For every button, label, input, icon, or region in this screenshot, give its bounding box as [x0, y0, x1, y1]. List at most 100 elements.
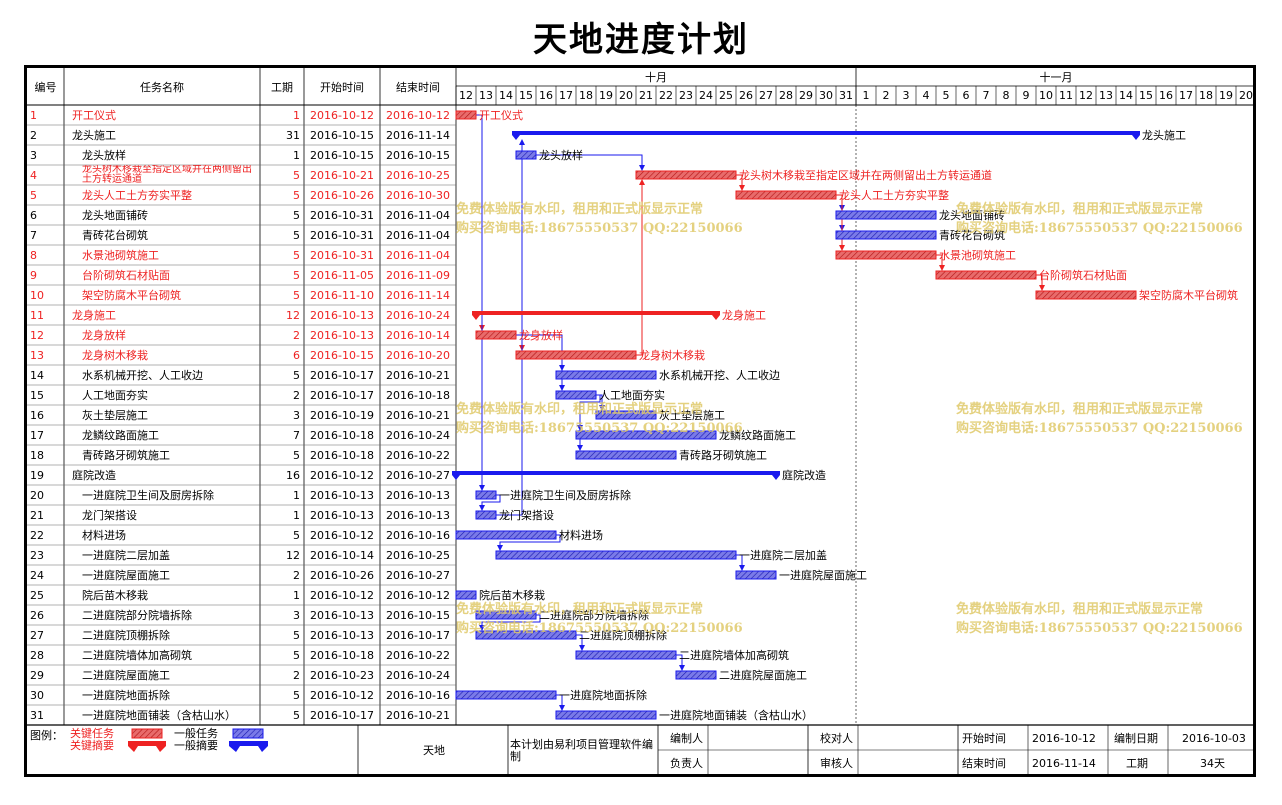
day-label: 20 — [1239, 89, 1253, 102]
dependency-link — [736, 554, 745, 571]
task-duration: 1 — [293, 148, 300, 162]
task-duration: 7 — [293, 428, 300, 442]
day-label: 16 — [539, 89, 553, 102]
day-label: 11 — [1059, 89, 1073, 102]
task-bar-label: 一进庭院地面铺装（含枯山水） — [659, 708, 813, 722]
day-label: 12 — [459, 89, 473, 102]
task-start: 2016-10-17 — [310, 708, 374, 722]
start-value: 2016-10-12 — [1032, 731, 1096, 745]
task-bar-label: 龙头施工 — [1142, 129, 1186, 142]
task-id: 6 — [30, 208, 37, 222]
task-bar-label: 二进庭院屋面施工 — [719, 668, 807, 682]
col-start-header: 开始时间 — [320, 80, 364, 94]
task-start: 2016-10-13 — [310, 628, 374, 642]
day-label: 12 — [1079, 89, 1093, 102]
task-id: 26 — [30, 608, 44, 622]
task-end: 2016-10-24 — [386, 428, 450, 442]
task-bar — [475, 490, 497, 500]
task-name: 一进庭院地面铺装（含枯山水） — [82, 709, 236, 722]
task-end: 2016-11-09 — [386, 268, 450, 282]
day-label: 19 — [599, 89, 613, 102]
task-end: 2016-10-12 — [386, 588, 450, 602]
task-name: 龙门架搭设 — [82, 509, 137, 522]
task-name: 水景池砌筑施工 — [82, 249, 159, 262]
software-note: 本计划由易利项目管理软件编制 — [510, 738, 653, 763]
task-duration: 16 — [286, 468, 300, 482]
day-label: 1 — [862, 89, 870, 102]
task-name: 龙头树木移栽至指定区域并在两侧留出土方转运通道 — [82, 165, 252, 185]
task-end: 2016-10-27 — [386, 568, 450, 582]
dependency-link — [736, 174, 745, 191]
end-value: 2016-11-14 — [1032, 756, 1096, 770]
task-bar-label: 龙身施工 — [722, 308, 766, 322]
task-name: 一进庭院地面拆除 — [82, 689, 170, 702]
task-bar-label: 二进庭院部分院墙拆除 — [539, 608, 649, 622]
task-id: 8 — [30, 248, 37, 262]
task-duration: 5 — [293, 528, 300, 542]
task-bar-label: 龙头地面铺砖 — [939, 208, 1005, 222]
task-bar — [455, 110, 477, 120]
day-label: 22 — [659, 89, 673, 102]
task-name: 台阶砌筑石材贴面 — [82, 269, 170, 282]
task-name: 灰土垫层施工 — [82, 409, 148, 422]
task-bar-label: 灰土垫层施工 — [659, 408, 725, 422]
task-duration: 5 — [293, 448, 300, 462]
task-start: 2016-10-31 — [310, 208, 374, 222]
dependency-links — [476, 114, 1045, 711]
legend-critical-summary-swatch — [128, 741, 166, 752]
task-bar-label: 一进庭院屋面施工 — [779, 568, 867, 582]
task-id: 27 — [30, 628, 44, 642]
task-id: 7 — [30, 228, 37, 242]
day-label: 10 — [1039, 89, 1053, 102]
task-bar — [835, 230, 937, 240]
task-duration: 31 — [286, 128, 300, 142]
watermark: 免费体验版有水印，租用和正式版显示正常购买咨询电话:18675550537 QQ… — [956, 402, 1243, 436]
summary-bar — [452, 471, 780, 480]
dependency-link — [556, 694, 565, 711]
task-id: 1 — [30, 108, 37, 122]
task-name: 开工仪式 — [72, 109, 116, 122]
task-name: 架空防腐木平台砌筑 — [82, 289, 181, 302]
day-label: 14 — [499, 89, 513, 102]
task-bar-label: 院后苗木移栽 — [479, 588, 545, 602]
legend-normal-task-label: 一般任务 — [174, 727, 218, 740]
task-id: 18 — [30, 448, 44, 462]
task-start: 2016-10-12 — [310, 468, 374, 482]
task-bar-label: 青砖花台砌筑 — [939, 228, 1005, 242]
task-bar — [555, 710, 657, 720]
task-bar — [735, 570, 777, 580]
legend-label: 图例： — [30, 729, 63, 742]
task-bar — [735, 190, 837, 200]
task-end: 2016-11-04 — [386, 208, 450, 222]
task-start: 2016-10-18 — [310, 428, 374, 442]
task-duration: 5 — [293, 648, 300, 662]
task-start: 2016-10-15 — [310, 348, 374, 362]
task-start: 2016-10-12 — [310, 688, 374, 702]
task-bar-label: 二进庭院顶棚拆除 — [579, 628, 667, 642]
task-bar-label: 架空防腐木平台砌筑 — [1139, 288, 1238, 302]
day-label: 18 — [579, 89, 593, 102]
task-start: 2016-10-13 — [310, 328, 374, 342]
dependency-link — [479, 494, 501, 511]
task-name: 材料进场 — [82, 529, 126, 542]
page-title: 天地进度计划 — [533, 20, 749, 60]
duration-value: 34天 — [1200, 757, 1225, 770]
task-end: 2016-10-17 — [386, 628, 450, 642]
col-id-header: 编号 — [34, 80, 57, 94]
task-bar-label: 龙头放样 — [539, 148, 583, 162]
day-label: 13 — [1099, 89, 1113, 102]
watermark: 免费体验版有水印，租用和正式版显示正常购买咨询电话:18675550537 QQ… — [956, 602, 1243, 636]
task-name: 龙头人工土方夯实平整 — [82, 189, 192, 202]
dependency-link — [479, 614, 541, 631]
task-duration: 3 — [293, 408, 300, 422]
task-start: 2016-11-10 — [310, 288, 374, 302]
task-start: 2016-11-05 — [310, 268, 374, 282]
month-label: 十一月 — [1039, 71, 1073, 84]
day-label: 9 — [1022, 89, 1030, 102]
task-end: 2016-10-21 — [386, 368, 450, 382]
task-end: 2016-10-13 — [386, 488, 450, 502]
task-start: 2016-10-19 — [310, 408, 374, 422]
task-name: 龙身放样 — [82, 329, 126, 342]
task-id: 31 — [30, 708, 44, 722]
